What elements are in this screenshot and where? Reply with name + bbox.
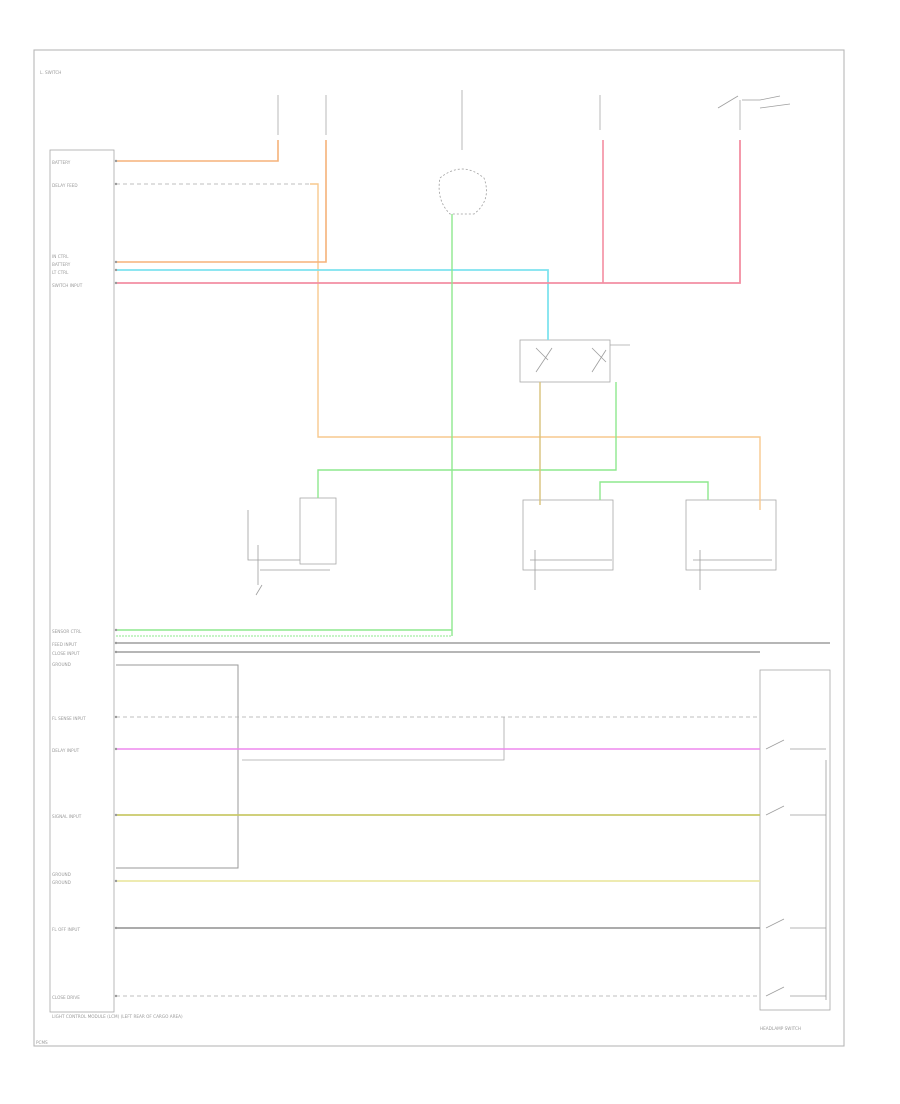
row-label-signal-input: SIGNAL INPUT [52, 814, 82, 819]
row-label-ground: GROUND [52, 662, 71, 667]
row-label-fl-off-input: FL OFF INPUT [52, 927, 80, 932]
wire-fl-return [242, 717, 505, 761]
row-label-battery: BATTERY [52, 160, 71, 165]
wire-light-orange [310, 183, 761, 510]
row-label-ground-2: GROUND [52, 872, 71, 877]
lcm-footer-label: LIGHT CONTROL MODULE (LCM) (LEFT REAR OF… [52, 1014, 183, 1019]
corner-footer-label: PCMS [36, 1040, 48, 1045]
row-label-fl-sense-input: FL SENSE INPUT [52, 716, 86, 721]
headlamp-switch-contacts [765, 739, 826, 997]
headlamp-switch-box [759, 669, 831, 1011]
wire-green-lamp-feed [317, 382, 617, 498]
row-label-switch-input: SWITCH INPUT [52, 283, 83, 288]
row-label-battery-2: BATTERY [52, 262, 71, 267]
headlamp-relay-block [519, 339, 630, 383]
lamp-assemblies [247, 497, 777, 596]
top-left-label: L. SWITCH [40, 70, 61, 75]
wire-ground-loop [116, 664, 239, 869]
row-label-delay-feed: DELAY FEED [52, 183, 78, 188]
wire-battery-orange [116, 140, 279, 162]
top-fuse-blocks [277, 90, 791, 215]
wire-orange-in-ctrl [116, 140, 327, 263]
row-label-delay-input: DELAY INPUT [52, 748, 80, 753]
light-control-module-box [49, 149, 115, 1013]
row-label-ground-3: GROUND [52, 880, 71, 885]
row-label-feed-input: FEED INPUT [52, 642, 77, 647]
row-label-close-drive: CLOSE DRIVE [52, 995, 80, 1000]
wire-green-right-lamps [599, 481, 709, 500]
row-label-sensor-ctrl: SENSOR CTRL [52, 629, 82, 634]
module-pin-markers [114, 159, 118, 998]
row-label-lt-ctrl: LT CTRL [52, 270, 69, 275]
row-label-close-input: CLOSE INPUT [52, 651, 80, 656]
headlamp-switch-footer-label: HEADLAMP SWITCH [760, 1026, 801, 1031]
wire-pink-switch-input [116, 140, 741, 284]
row-label-in-ctrl: IN CTRL [52, 254, 69, 259]
wire-cyan-lt-ctrl [116, 269, 549, 340]
diagram-frame [33, 49, 845, 1047]
